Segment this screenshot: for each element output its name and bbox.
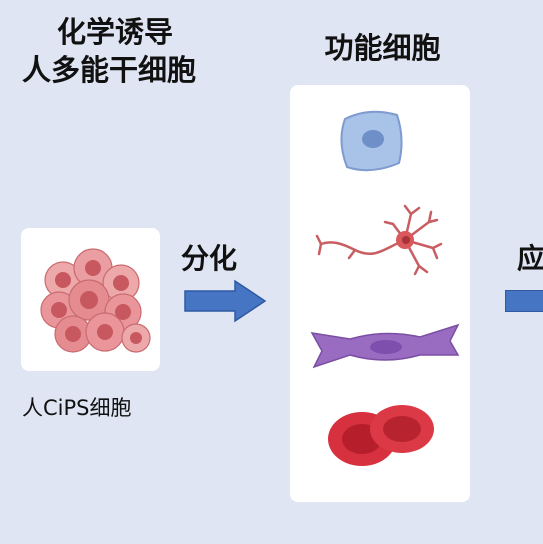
hepatocyte-icon: [340, 110, 403, 172]
middle-title: 功能细胞: [324, 31, 441, 65]
right-arrow-icon: [184, 279, 267, 323]
left-title-line1: 化学诱导: [56, 15, 173, 49]
neuron-icon: [315, 204, 443, 276]
ips-cell-card: [21, 228, 160, 371]
ips-cell-cluster-icon: [40, 248, 151, 353]
muscle-cell-icon: [310, 323, 460, 369]
left-title-line2: 人多能干细胞: [21, 53, 196, 87]
functional-cells-card: [290, 85, 470, 502]
arrow1-label: 分化: [181, 242, 238, 275]
arrow2-label: 应: [517, 242, 543, 275]
right-arrow-icon-2: [505, 290, 543, 312]
ips-cell-caption: 人CiPS细胞: [22, 396, 132, 420]
red-blood-cell-icon: [328, 405, 434, 466]
